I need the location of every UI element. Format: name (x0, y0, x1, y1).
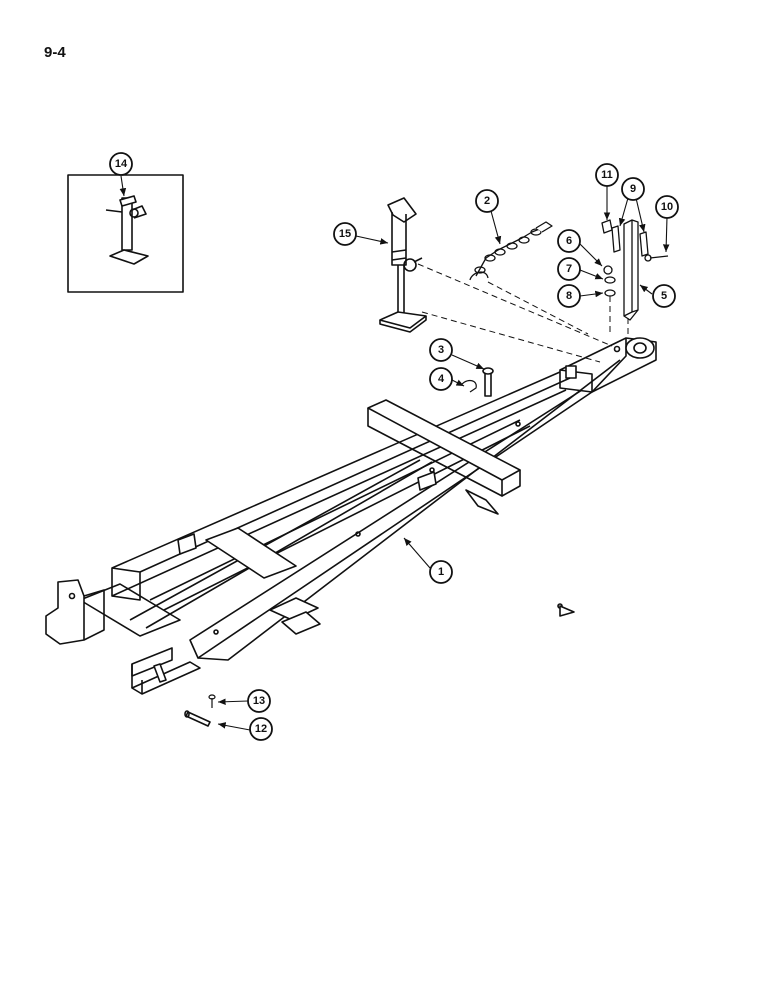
callout-9 (621, 177, 645, 201)
callout-3 (429, 338, 453, 362)
leader-lines (119, 175, 670, 731)
callouts (109, 152, 679, 741)
callout-15 (333, 222, 357, 246)
callout-1 (429, 560, 453, 584)
callout-2-label: 2 (484, 195, 490, 207)
callout-6 (557, 229, 581, 253)
callout-7 (557, 257, 581, 281)
washer-7 (604, 276, 616, 284)
inset-jack-icon (105, 195, 149, 265)
callout-5-label: 5 (661, 290, 667, 302)
callout-4 (429, 367, 453, 391)
callout-5 (652, 284, 676, 308)
pin-clip (461, 379, 477, 393)
hardware-group (601, 219, 669, 321)
plate-9a (611, 225, 621, 253)
callout-13-label: 13 (253, 695, 265, 707)
callout-3-label: 3 (438, 344, 444, 356)
callout-8 (557, 284, 581, 308)
callout-13 (247, 689, 271, 713)
page-number: 9-4 (44, 44, 66, 61)
safety-chain (469, 221, 553, 281)
nut-11 (601, 219, 613, 234)
callout-15-label: 15 (339, 228, 351, 240)
callout-7-label: 7 (566, 263, 572, 275)
callout-4-label: 4 (438, 373, 445, 385)
callout-14 (109, 152, 133, 176)
bolt-10 (649, 255, 669, 259)
inset-jack-box (67, 174, 184, 293)
callout-8-label: 8 (566, 290, 572, 302)
plate-9b (639, 231, 649, 257)
washer-8 (604, 289, 616, 297)
callout-11 (595, 163, 619, 187)
clevis-pin (184, 710, 211, 727)
callout-12 (249, 717, 273, 741)
callout-2 (475, 189, 499, 213)
assembly-lines (417, 263, 629, 363)
callout-14-label: 14 (115, 158, 128, 170)
retaining-bolt (208, 694, 216, 708)
callout-12-label: 12 (255, 723, 267, 735)
callout-11-label: 11 (601, 169, 613, 181)
jack-assembly (379, 197, 427, 333)
callout-10 (655, 195, 679, 219)
a-frame-tongue (45, 337, 657, 695)
callout-1-label: 1 (438, 566, 444, 578)
callout-6-label: 6 (566, 235, 572, 247)
hitch-pin (482, 367, 494, 397)
bolt-6 (603, 265, 613, 275)
callout-10-label: 10 (661, 201, 673, 213)
callout-9-label: 9 (630, 183, 636, 195)
